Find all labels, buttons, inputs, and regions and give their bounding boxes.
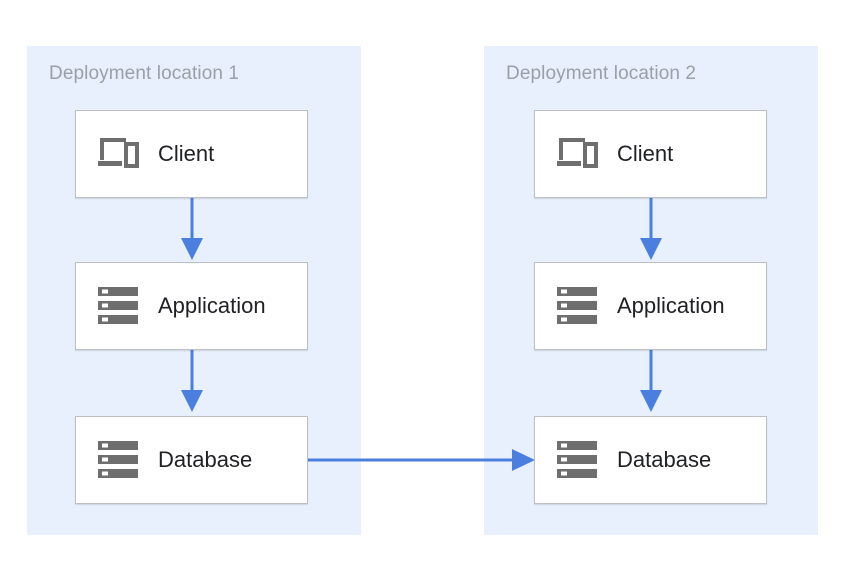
devices-icon: [96, 131, 142, 177]
node-application-2[interactable]: Application: [534, 262, 767, 350]
node-client-1[interactable]: Client: [75, 110, 308, 198]
node-database-1[interactable]: Database: [75, 416, 308, 504]
node-client-2[interactable]: Client: [534, 110, 767, 198]
server-icon: [96, 437, 142, 483]
zone-2-label: Deployment location 2: [506, 63, 697, 84]
node-application-1[interactable]: Application: [75, 262, 308, 350]
server-icon: [96, 283, 142, 329]
node-database-2-label: Database: [617, 447, 712, 472]
server-icon: [555, 437, 601, 483]
node-database-1-label: Database: [158, 447, 253, 472]
node-application-1-label: Application: [158, 293, 266, 318]
node-client-1-label: Client: [158, 141, 215, 166]
node-database-2[interactable]: Database: [534, 416, 767, 504]
devices-icon: [555, 131, 601, 177]
node-application-2-label: Application: [617, 293, 725, 318]
node-client-2-label: Client: [617, 141, 674, 166]
zone-1-label: Deployment location 1: [49, 63, 240, 84]
server-icon: [555, 283, 601, 329]
